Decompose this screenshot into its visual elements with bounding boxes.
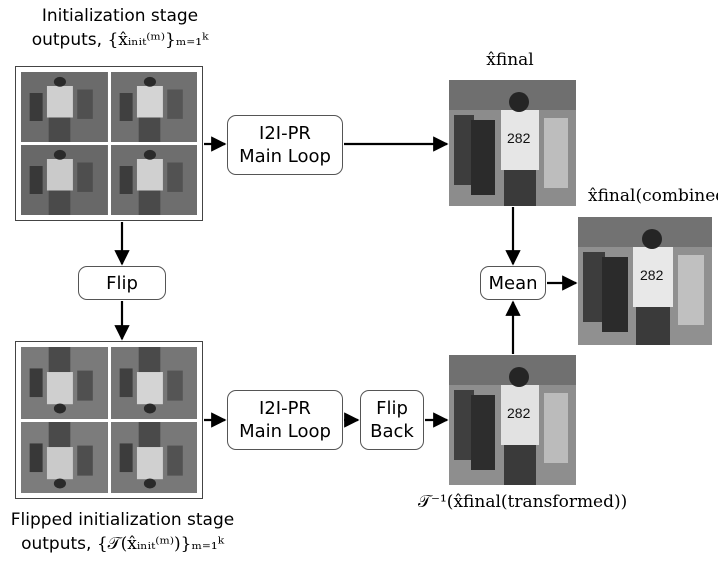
bottom-flipped-grid — [15, 341, 203, 499]
init-tile — [110, 72, 197, 142]
bottom-caption-line2-text: outputs, — [21, 534, 92, 554]
combined-output-label: x̂final(combined) — [588, 186, 718, 206]
bottom-caption-math: {𝒯(x̂ᵢₙᵢₜ⁽ᵐ⁾)}ₘ₌₁ᵏ — [96, 534, 224, 554]
top-init-grid — [15, 66, 203, 221]
top-caption-line1: Initialization stage — [41, 6, 199, 26]
init-tile — [21, 145, 108, 215]
final-output-label: x̂final — [486, 50, 534, 70]
final-output-image: 282 — [449, 80, 576, 206]
transformed-output-image: 282 — [449, 355, 576, 485]
flipped-tile — [110, 421, 197, 493]
flipped-tile — [110, 347, 197, 419]
top-input-caption: Initialization stage outputs, {x̂ᵢₙᵢₜ⁽ᵐ⁾… — [0, 4, 240, 52]
bib-number-top: 282 — [507, 130, 531, 146]
mean-box: Mean — [480, 266, 546, 300]
flip-box: Flip — [78, 266, 166, 300]
bottom-input-caption: Flipped initialization stage outputs, {𝒯… — [0, 508, 245, 556]
top-caption-line2-text: outputs, — [31, 30, 103, 50]
init-tile — [110, 145, 197, 215]
flipped-tile — [21, 347, 108, 419]
bib-number-combined: 282 — [640, 267, 664, 283]
transformed-output-label: 𝒯⁻¹(x̂final(transformed)) — [418, 492, 628, 512]
flip-back-box: Flip Back — [360, 390, 424, 450]
bottom-caption-line1: Flipped initialization stage — [10, 510, 235, 530]
init-tile — [21, 72, 108, 142]
top-caption-math: {x̂ᵢₙᵢₜ⁽ᵐ⁾}ₘ₌₁ᵏ — [107, 30, 209, 50]
bottom-main-loop-box: I2I-PR Main Loop — [227, 390, 343, 450]
combined-output-image: 282 — [578, 217, 712, 345]
flipped-tile — [21, 421, 108, 493]
bib-number-bottom: 282 — [507, 405, 531, 421]
top-main-loop-box: I2I-PR Main Loop — [227, 115, 343, 175]
